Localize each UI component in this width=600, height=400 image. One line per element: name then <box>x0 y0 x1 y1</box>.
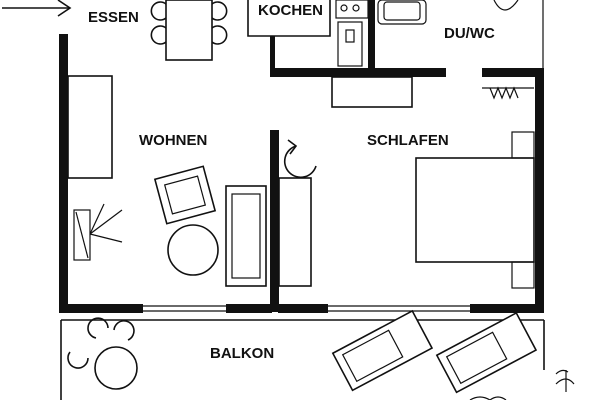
balcony-outline <box>60 319 545 400</box>
dining-chair-icon <box>150 1 228 45</box>
toilet-icon <box>493 0 519 11</box>
double-bed-icon <box>415 131 535 289</box>
shelf-unit <box>67 75 113 179</box>
room-label-balkon: BALKON <box>210 345 274 362</box>
room-label-kochen: KOCHEN <box>258 2 323 19</box>
desk-lamp-icon <box>73 203 123 261</box>
room-label-wohnen: WOHNEN <box>139 132 207 149</box>
deck-chair-icon <box>331 309 434 392</box>
room-label-essen: ESSEN <box>88 9 139 26</box>
room-label-schlafen: SCHLAFEN <box>367 132 449 149</box>
window-lines <box>143 0 544 312</box>
entrance-arrow-icon <box>2 0 72 17</box>
bathtub-icon <box>377 0 427 25</box>
rug-edge <box>469 396 507 400</box>
plant-icon <box>555 369 575 392</box>
armchair-icon <box>153 165 217 225</box>
sofa-icon <box>225 185 267 287</box>
walls <box>59 0 544 313</box>
bathroom-threshold <box>331 76 413 108</box>
closet-hangers-icon <box>482 86 534 100</box>
balcony-table-icon <box>67 317 138 390</box>
dining-table <box>165 0 213 61</box>
closet <box>278 177 312 287</box>
round-table-icon <box>167 224 219 276</box>
room-label-du-wc: DU/WC <box>444 25 495 42</box>
deck-chair-icon <box>435 311 538 394</box>
door-swing-icon <box>283 139 317 179</box>
